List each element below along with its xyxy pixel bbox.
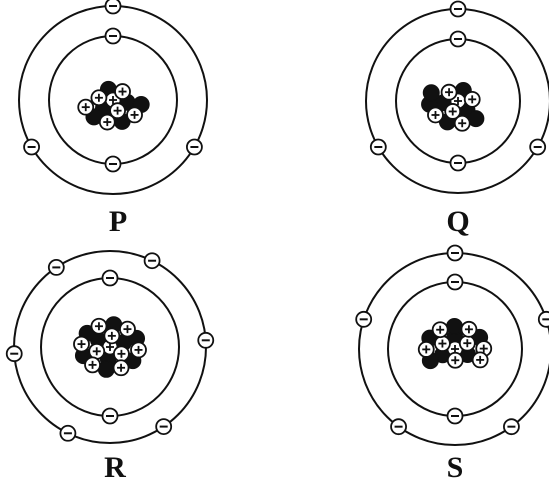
electron [451,2,466,17]
proton [114,360,129,375]
electron [187,140,202,155]
proton [442,85,457,100]
electron [448,409,463,424]
proton [91,319,106,334]
electron [49,260,64,275]
electron [24,140,39,155]
electron [198,333,213,348]
electron [356,312,371,327]
atom-p-label: P [109,205,127,238]
neutron [423,85,439,101]
electron [106,0,121,14]
electron [504,419,519,434]
proton [85,357,100,372]
proton [114,346,129,361]
atom-s-nucleus [419,319,491,369]
neutron [446,319,462,335]
proton [433,322,448,337]
electron [539,312,549,327]
proton [455,116,470,131]
atom-p-nucleus [78,81,149,129]
electron [156,419,171,434]
proton [460,336,475,351]
proton [120,322,135,337]
proton [74,337,89,352]
electron [103,409,118,424]
atom-p: P [19,0,207,238]
electron [103,271,118,286]
atom-q: Q [366,2,549,239]
electron [7,346,22,361]
electron [530,140,545,155]
electron [451,156,466,171]
proton [78,100,93,115]
electron [391,419,406,434]
electron [448,275,463,290]
electron [145,253,160,268]
electron [451,32,466,47]
electron [448,246,463,261]
proton [115,84,130,99]
atom-r-label: R [104,451,126,484]
proton [435,336,450,351]
proton [461,322,476,337]
proton [104,328,119,343]
proton [465,92,480,107]
atom-r-nucleus [74,317,146,378]
electron [106,29,121,44]
proton [448,353,463,368]
proton [91,90,106,105]
proton [428,107,443,122]
electron [106,157,121,172]
proton [127,107,142,122]
atom-s: S [356,246,549,485]
electron [60,426,75,441]
atom-r: R [7,251,214,484]
atom-q-nucleus [422,83,484,131]
proton [131,342,146,357]
proton [419,342,434,357]
electron [371,140,386,155]
proton [100,115,115,130]
atom-q-label: Q [446,205,469,238]
atom-s-label: S [447,451,464,484]
proton [473,352,488,367]
